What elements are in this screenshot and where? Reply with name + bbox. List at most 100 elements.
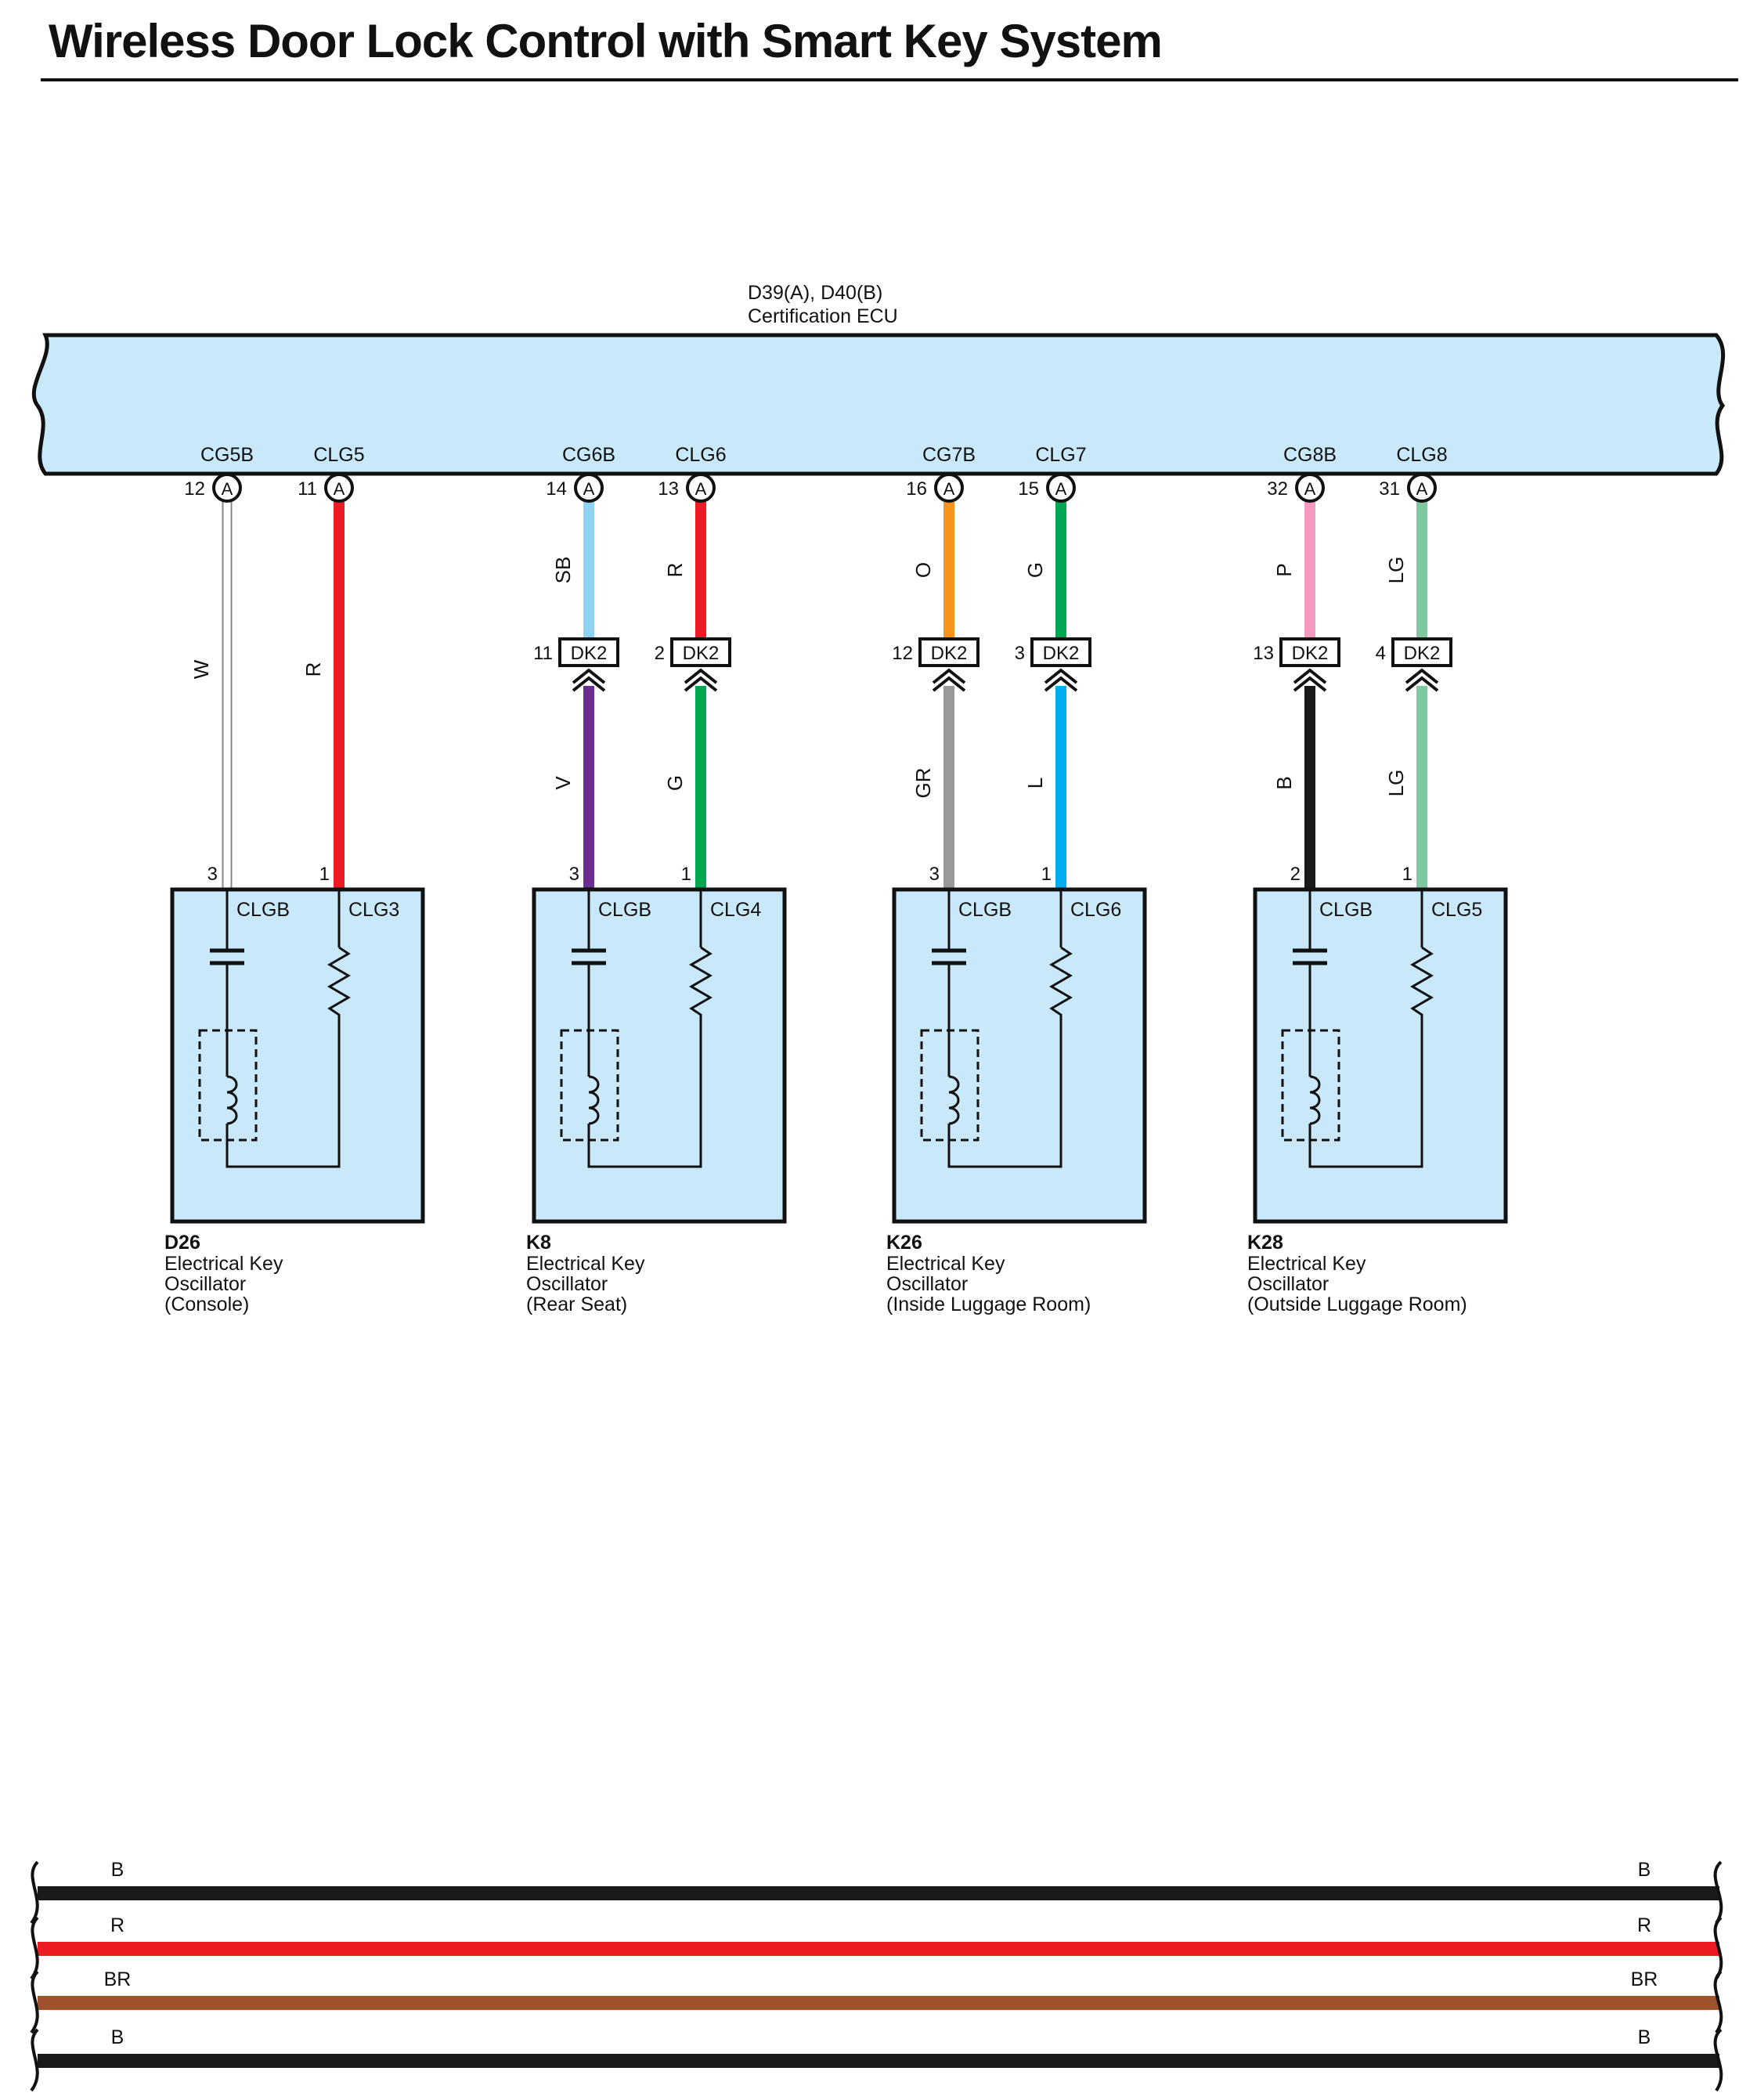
oscillator-pin-number: 1 (1402, 864, 1412, 885)
oscillator-caption-line: Oscillator (526, 1273, 608, 1295)
oscillator-box (1253, 887, 1508, 1224)
ecu-pin-number: 11 (298, 478, 317, 500)
oscillator-caption-line: (Console) (164, 1294, 249, 1315)
wire-color-label: LG (1384, 557, 1408, 584)
ecu-terminal-label: CG6B (562, 444, 615, 466)
oscillator-terminal-label: CLG3 (348, 899, 399, 921)
ecu-pin-number: 13 (658, 478, 679, 500)
ecu-connector-circle (686, 473, 716, 503)
connector-chevron (932, 668, 966, 684)
wire-color-label: G (663, 775, 687, 791)
ecu-connector-circle (1407, 473, 1437, 503)
dk-connector-box (1391, 637, 1452, 667)
connector-chevron (1044, 676, 1078, 692)
wire-color-label: L (1023, 778, 1047, 788)
oscillator-pin-number: 3 (207, 864, 218, 885)
wire-color-label: V (551, 776, 575, 790)
ecu-connector-circle (212, 473, 242, 503)
ecu-connector-circle (934, 473, 964, 503)
oscillator-pin-number: 2 (1290, 864, 1301, 885)
ecu-connector-letter: A (1055, 479, 1067, 499)
dk-connector-label: DK2 (1404, 643, 1441, 664)
ecu-pin-number: 16 (906, 478, 927, 500)
bus-label-right: BR (1631, 1968, 1658, 1990)
bus-break-left (30, 1970, 39, 2034)
ecu-pin-number: 15 (1018, 478, 1039, 500)
dk-connector-box (670, 637, 731, 667)
connector-chevron (684, 676, 718, 692)
internal-wire (225, 1022, 341, 1168)
oscillator-code: K8 (526, 1232, 551, 1254)
title-rule (41, 78, 1738, 81)
connector-chevron (684, 668, 718, 684)
wire-color-label: O (911, 562, 935, 578)
oscillator-code: D26 (164, 1232, 200, 1254)
ecu-connector-letter: A (334, 479, 345, 499)
connector-chevron (1405, 668, 1439, 684)
resistor-icon (327, 946, 351, 1022)
oscillator-box (532, 887, 787, 1224)
oscillator-caption-line: Oscillator (886, 1273, 968, 1295)
bus-break-right (1713, 1860, 1723, 1925)
oscillator-code: K26 (886, 1232, 922, 1254)
internal-wire (587, 1022, 702, 1168)
connector-chevron (1293, 668, 1327, 684)
ecu-pin-number: 32 (1267, 478, 1288, 500)
oscillator-caption-line: Electrical Key (886, 1253, 1005, 1275)
bus-break-right (1713, 1970, 1723, 2034)
wire-color-label: P (1272, 563, 1296, 576)
oscillator-caption-line: (Outside Luggage Room) (1247, 1294, 1467, 1315)
dk-connector-label: DK2 (683, 643, 720, 664)
ecu-connector-letter: A (695, 479, 707, 499)
ecu-terminal-label: CLG8 (1396, 444, 1447, 466)
oscillator-terminal-label: CLG6 (1070, 899, 1121, 921)
bus-label-left: B (111, 2026, 124, 2048)
oscillator-pin-number: 3 (569, 864, 579, 885)
ecu-terminal-label: CLG7 (1035, 444, 1086, 466)
wire-color-label: B (1272, 776, 1296, 789)
dk-pin-number: 11 (533, 643, 553, 664)
ecu-terminal-label: CG7B (922, 444, 976, 466)
oscillator-terminal-label: CLG5 (1431, 899, 1482, 921)
dk-connector-box (918, 637, 980, 667)
ecu-connector-letter: A (1304, 479, 1316, 499)
connector-chevron (572, 676, 606, 692)
oscillator-terminal-label: CLGB (1319, 899, 1373, 921)
ecu-connector-letter: A (1416, 479, 1428, 499)
coil-icon (1309, 1075, 1321, 1125)
oscillator-pin-number: 1 (681, 864, 691, 885)
oscillator-terminal-label: CLG4 (710, 899, 761, 921)
bus-label-right: B (1638, 1859, 1651, 1881)
ecu-terminal-label: CG5B (200, 444, 254, 466)
coil-icon (588, 1075, 600, 1125)
coil-icon (226, 1075, 238, 1125)
oscillator-box (170, 887, 425, 1224)
oscillator-box (892, 887, 1147, 1224)
bus-break-left (30, 1916, 39, 1980)
wire-color-label: LG (1384, 770, 1408, 797)
bus-label-left: B (111, 1859, 124, 1881)
coil-icon (948, 1075, 960, 1125)
bus-break-left (30, 1860, 39, 1925)
wire-color-label: R (301, 662, 325, 677)
resistor-icon (1049, 946, 1073, 1022)
ecu-designator: D39(A), D40(B) (748, 282, 882, 304)
oscillator-caption-line: Electrical Key (164, 1253, 283, 1275)
oscillator-caption-line: Oscillator (1247, 1273, 1329, 1295)
ecu-connector-circle (1046, 473, 1076, 503)
oscillator-pin-number: 1 (1041, 864, 1052, 885)
ecu-name: Certification ECU (748, 305, 898, 327)
ecu-pin-number: 14 (546, 478, 567, 500)
resistor-icon (1410, 946, 1434, 1022)
wire-color-label: GR (911, 768, 935, 799)
connector-chevron (932, 676, 966, 692)
wire-color-label: W (189, 659, 213, 679)
dk-pin-number: 3 (1015, 643, 1025, 664)
bus-break-right (1713, 2028, 1723, 2092)
